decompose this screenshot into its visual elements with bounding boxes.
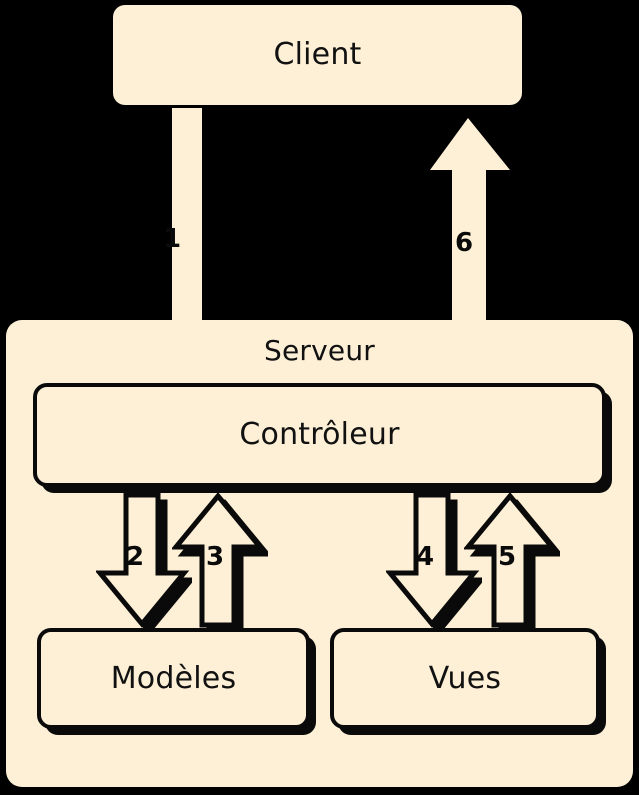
arrow-5-label: 5	[498, 542, 517, 572]
arrow-2-glyph	[96, 492, 192, 632]
arrow-1-client-to-controller: 1	[150, 108, 244, 380]
server-node-label: Serveur	[264, 334, 375, 367]
arrow-3-models-to-controller: 3	[172, 492, 268, 632]
arrow-1-label: 1	[163, 224, 182, 254]
models-node[interactable]: Modèles	[37, 628, 310, 729]
arrow-5-glyph	[464, 492, 560, 632]
client-node-label: Client	[273, 37, 362, 72]
arrow-1-glyph	[150, 108, 230, 378]
controller-node-label: Contrôleur	[239, 417, 400, 452]
client-node[interactable]: Client	[113, 5, 522, 105]
arrow-2-controller-to-models: 2	[96, 492, 192, 632]
views-node[interactable]: Vues	[330, 628, 600, 729]
controller-node[interactable]: Contrôleur	[33, 383, 606, 487]
views-node-label: Vues	[428, 660, 502, 696]
arrow-2-label: 2	[126, 542, 145, 572]
arrow-3-glyph	[172, 492, 268, 632]
arrow-3-label: 3	[206, 542, 225, 572]
arrow-4-label: 4	[416, 542, 435, 572]
arrow-4-controller-to-views: 4	[386, 492, 482, 632]
arrow-6-glyph	[430, 118, 510, 380]
arrow-6-controller-to-client: 6	[430, 118, 524, 384]
arrow-6-label: 6	[455, 228, 474, 258]
models-node-label: Modèles	[110, 660, 237, 696]
arrow-5-views-to-controller: 5	[464, 492, 560, 632]
arrow-4-glyph	[386, 492, 482, 632]
